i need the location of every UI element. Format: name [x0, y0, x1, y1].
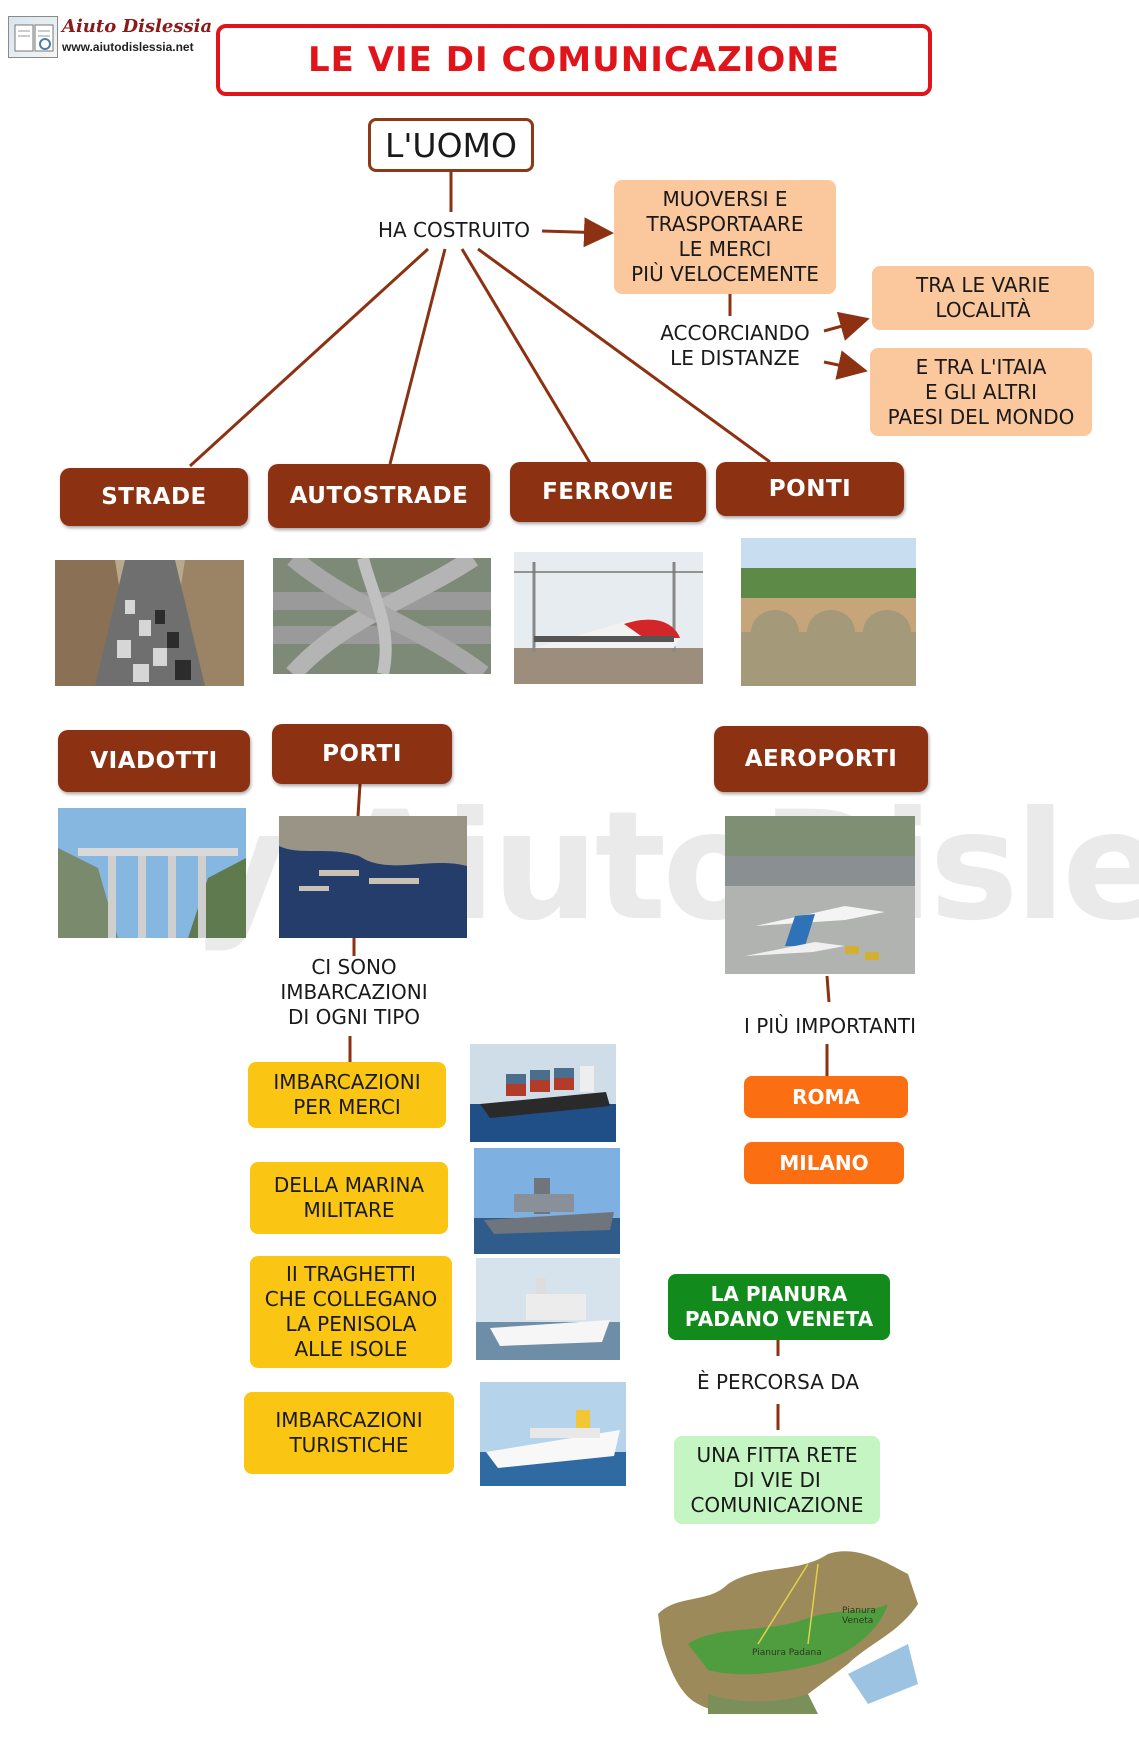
category-porti: PORTI [272, 724, 452, 784]
boat-type-turistiche: IMBARCAZIONI TURISTICHE [244, 1392, 454, 1474]
category-aeroporti: AEROPORTI [714, 726, 928, 792]
purpose-box: MUOVERSI E TRASPORTAARE LE MERCI PIÙ VEL… [614, 180, 836, 294]
line-to-autostrade [388, 248, 447, 465]
boat-type-merci: IMBARCAZIONI PER MERCI [248, 1062, 446, 1128]
photo-bridge [741, 538, 916, 686]
photo-airport [725, 816, 915, 974]
city-milano: MILANO [744, 1142, 904, 1184]
pianura-result: UNA FITTA RETE DI VIE DI COMUNICAZIONE [674, 1436, 880, 1524]
root-verb: HA COSTRUITO [377, 218, 531, 242]
map-label-padana: Pianura Padana [752, 1648, 822, 1658]
photo-port [279, 816, 467, 938]
photo-cargo-ship [470, 1044, 616, 1142]
root-node: L'UOMO [368, 118, 534, 172]
line-to-ponti [477, 247, 771, 464]
photo-cruise-ship [480, 1382, 626, 1486]
aeroporti-intro: I PIÙ IMPORTANTI [743, 1014, 917, 1038]
line-airport-intro [825, 975, 831, 1003]
logo-icon [8, 16, 58, 58]
map-northern-italy: Pianura Padana Pianura Veneta [648, 1544, 924, 1720]
target-localita: TRA LE VARIE LOCALITÀ [872, 266, 1094, 330]
target-paesi: E TRA L'ITAIA E GLI ALTRI PAESI DEL MOND… [870, 348, 1092, 436]
pianura-verb: È PERCORSA DA [696, 1370, 860, 1394]
category-strade: STRADE [60, 468, 248, 526]
category-viadotti: VIADOTTI [58, 730, 250, 792]
page-title: LE VIE DI COMUNICAZIONE [216, 24, 932, 96]
category-ferrovie: FERROVIE [510, 462, 706, 522]
photo-viaduct [58, 808, 246, 938]
boat-type-militare: DELLA MARINA MILITARE [250, 1162, 448, 1234]
city-roma: ROMA [744, 1076, 908, 1118]
pianura-title: LA PIANURA PADANO VENETA [668, 1274, 890, 1340]
category-autostrade: AUTOSTRADE [268, 464, 490, 528]
line-to-strade [188, 247, 430, 468]
photo-highway [273, 558, 491, 674]
arrow-to-localita [823, 311, 870, 341]
purpose-connector: ACCORCIANDO LE DISTANZE [660, 321, 810, 370]
logo-name: Aiuto Dislessia [62, 16, 213, 37]
line-porti-photo [356, 783, 362, 817]
photo-street [55, 560, 244, 686]
boat-type-traghetti: II TRAGHETTI CHE COLLEGANO LA PENISOLA A… [250, 1256, 452, 1368]
category-ponti: PONTI [716, 462, 904, 516]
map-label-veneta: Pianura Veneta [842, 1606, 876, 1626]
photo-ferry [476, 1258, 620, 1360]
line-to-ferrovie [460, 248, 592, 464]
arrow-to-paesi [823, 350, 868, 380]
arrow-verb-purpose [541, 217, 614, 248]
photo-warship [474, 1148, 620, 1254]
logo-url: www.aiutodislessia.net [62, 40, 194, 54]
photo-train [514, 552, 703, 684]
porti-intro: CI SONO IMBARCAZIONI DI OGNI TIPO [280, 955, 428, 1029]
